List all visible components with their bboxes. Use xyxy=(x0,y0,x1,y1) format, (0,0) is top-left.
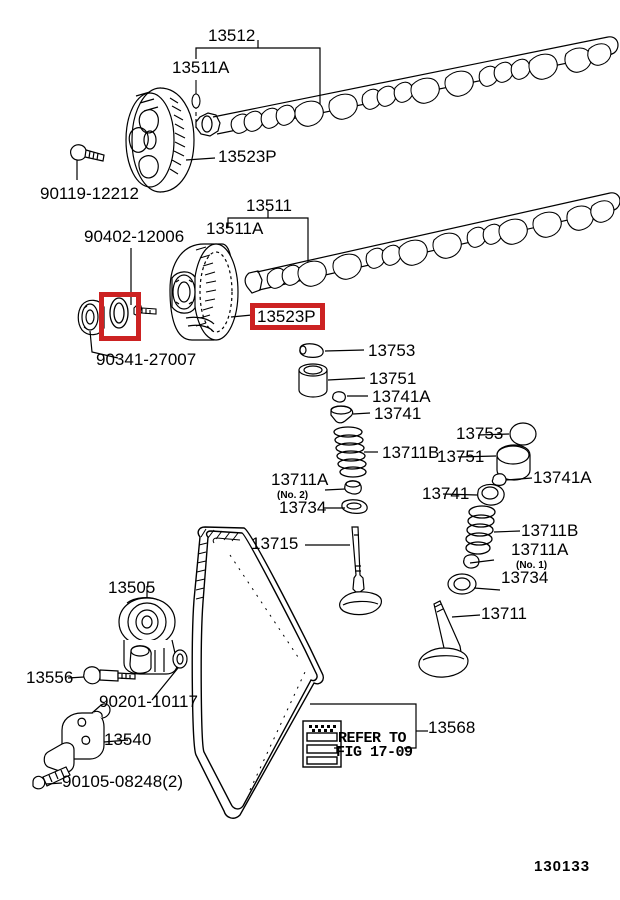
refer-to-text: REFER TO xyxy=(338,730,407,747)
label-13511: 13511 xyxy=(246,196,293,215)
label-13711: 13711 xyxy=(481,604,528,623)
leader-90105 xyxy=(45,782,63,785)
leaders-right-stack xyxy=(442,433,533,618)
refer-box-graphic xyxy=(302,720,342,768)
leader-90341 xyxy=(89,330,119,359)
valve-stack-left xyxy=(298,343,382,616)
label-left-no2: (No. 2) xyxy=(277,490,309,501)
damper-13540 xyxy=(43,703,111,774)
label-13556: 13556 xyxy=(26,668,74,687)
label-90402-12006: 90402-12006 xyxy=(84,227,185,246)
label-right-13734: 13734 xyxy=(501,568,549,587)
label-left-13741: 13741 xyxy=(374,404,422,423)
label-right-13711B: 13711B xyxy=(521,521,579,540)
bracket-13511 xyxy=(227,210,309,268)
seal-ring-90402 xyxy=(109,297,129,329)
label-left-13711B: 13711B xyxy=(382,443,440,462)
bolt-13556 xyxy=(83,666,136,685)
washer-90201 xyxy=(172,649,188,669)
label-left-13741A: 13741A xyxy=(372,387,431,406)
timing-pulley-top xyxy=(125,87,195,193)
diagram-number: 130133 xyxy=(534,858,591,875)
belt-teeth xyxy=(195,528,239,600)
camshaft-top-lobes xyxy=(230,43,612,134)
timing-belt-13568 xyxy=(191,526,324,819)
timing-pulley-bottom xyxy=(169,243,239,341)
label-13568: 13568 xyxy=(428,718,476,737)
label-13512: 13512 xyxy=(208,26,256,45)
label-left-13753: 13753 xyxy=(368,341,416,360)
valve-stack-right xyxy=(418,422,537,678)
key-top xyxy=(191,93,201,109)
label-13511A-bottom: 13511A xyxy=(206,219,264,238)
label-90201-10117: 90201-10117 xyxy=(99,692,198,711)
label-right-13741A: 13741A xyxy=(533,468,592,487)
tensioner-13505 xyxy=(118,586,178,675)
label-13540: 13540 xyxy=(104,730,152,749)
label-left-13751: 13751 xyxy=(369,369,417,388)
leader-13523P-bottom xyxy=(230,314,253,318)
highlight-box-13523P: 13523P xyxy=(250,303,325,330)
oil-seal-90341 xyxy=(77,299,105,336)
label-left-13711A: 13711A xyxy=(271,470,329,489)
label-right-13753: 13753 xyxy=(456,424,504,443)
label-13505: 13505 xyxy=(108,578,156,597)
label-13523P-top: 13523P xyxy=(218,147,277,166)
belt-centerline xyxy=(229,554,306,791)
label-left-13734: 13734 xyxy=(279,498,327,517)
label-13511A-top: 13511A xyxy=(172,58,230,77)
label-right-13711A: 13711A xyxy=(511,540,569,559)
leader-90201 xyxy=(151,667,179,701)
label-right-13741: 13741 xyxy=(422,484,470,503)
leader-13568 xyxy=(310,703,428,749)
leader-13540 xyxy=(103,739,129,743)
refer-fig-text: FIG 17-09 xyxy=(336,744,413,761)
highlight-13523P-text: 13523P xyxy=(257,306,316,326)
label-90341-27007: 90341-27007 xyxy=(96,350,197,369)
leaders-left-stack xyxy=(305,349,378,546)
bolt-90105 xyxy=(32,766,71,790)
bracket-13512 xyxy=(195,40,321,110)
label-right-no1: (No. 1) xyxy=(516,560,548,571)
leader-13523P-top xyxy=(185,157,216,161)
label-90119-12212: 90119-12212 xyxy=(40,184,139,203)
highlight-box-oil-seal xyxy=(99,292,141,341)
leader-13556 xyxy=(67,676,85,679)
label-right-13751: 13751 xyxy=(437,447,485,466)
label-90105-08248: 90105-08248(2) xyxy=(62,772,183,791)
bolt-90119-12212 xyxy=(70,144,105,180)
label-13715: 13715 xyxy=(251,534,299,553)
camshaft-bottom-lobes xyxy=(266,200,615,289)
